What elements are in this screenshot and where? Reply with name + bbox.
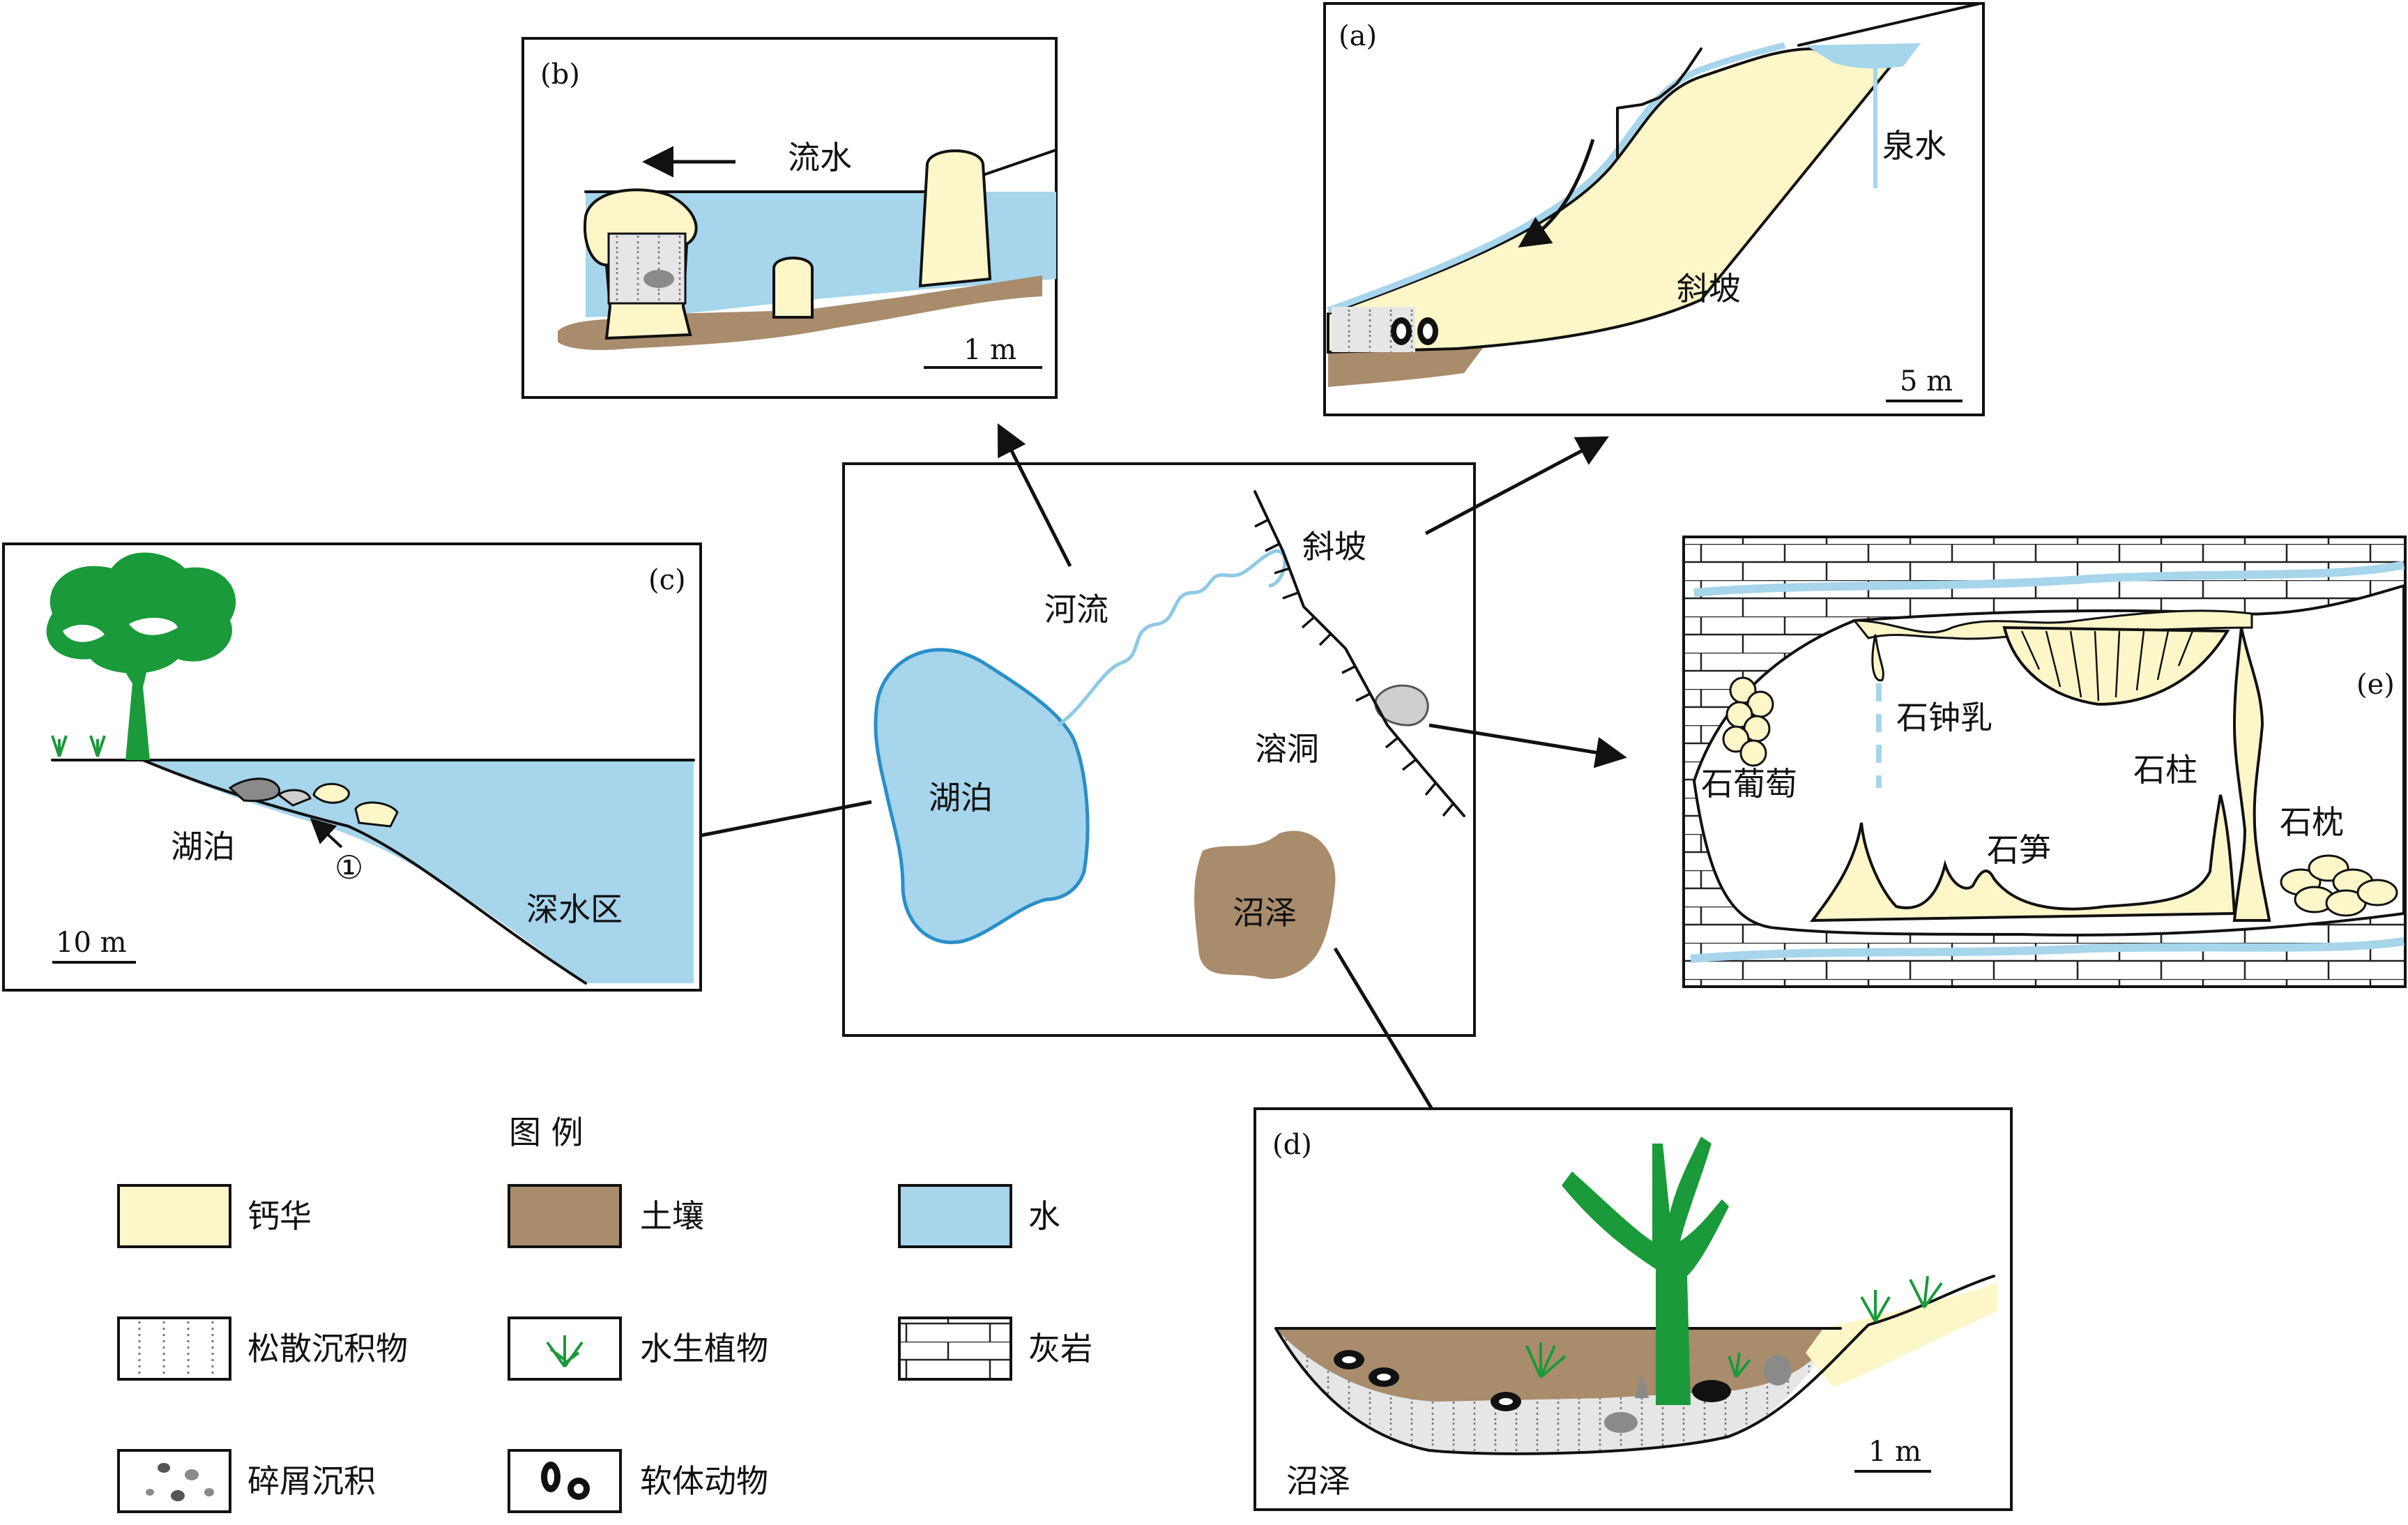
panel-c-tree-crown xyxy=(46,552,236,674)
legend: 图 例 钙华 土壤 水 松散沉积物 水生植物 灰岩 碎屑沉积 xyxy=(117,1114,1092,1513)
limestone-swatch xyxy=(898,1317,1012,1381)
clastic-sediment-swatch xyxy=(117,1449,231,1513)
panel-c-scale-label: 10 m xyxy=(56,927,127,959)
panel-c-marker-arrow xyxy=(310,818,343,849)
soil-swatch xyxy=(508,1184,622,1248)
panel-a-steps-line xyxy=(1616,47,1702,158)
mollusc-icon xyxy=(541,1462,590,1500)
panel-e-pillow-cluster xyxy=(2280,854,2398,917)
panel-e: (e) 石钟乳 石柱 石葡萄 石笋 石枕 xyxy=(1682,536,2407,988)
arrow-to-b xyxy=(997,423,1072,568)
panel-e-stalactite-label: 石钟乳 xyxy=(1896,699,1992,736)
panel-a-scale-label: 5 m xyxy=(1900,365,1953,397)
panel-a-tag: (a) xyxy=(1339,20,1377,52)
legend-item-mollusc: 软体动物 xyxy=(640,1462,768,1500)
panel-b-tufa-tall xyxy=(918,149,992,288)
center-lake-label: 湖泊 xyxy=(929,779,993,817)
panel-d-molluscs xyxy=(1334,1350,1731,1411)
legend-item-loose: 松散沉积物 xyxy=(247,1330,408,1367)
panel-c-lake-bed xyxy=(142,759,587,985)
loose-sediment-dots xyxy=(138,1321,214,1376)
arrow-to-a xyxy=(1424,436,1609,536)
panel-d-aquatic-plants xyxy=(1525,1275,1943,1379)
panel-d-tree xyxy=(1562,1137,1729,1405)
loose-sediment-swatch xyxy=(117,1317,231,1381)
legend-item-tufa: 钙华 xyxy=(247,1197,312,1235)
legend-title: 图 例 xyxy=(509,1114,584,1151)
slope-line xyxy=(1253,490,1465,817)
mollusc-swatch xyxy=(508,1449,622,1513)
legend-item-limestone: 灰岩 xyxy=(1028,1330,1092,1367)
panel-d-scale-label: 1 m xyxy=(1868,1436,1921,1468)
panel-c-deep-label: 深水区 xyxy=(526,890,623,928)
panel-e-grape-cluster xyxy=(1722,676,1774,767)
arrow-to-e xyxy=(1428,723,1627,768)
panel-d-tufa-bank xyxy=(1806,1283,1997,1388)
center-cave-label: 溶洞 xyxy=(1255,730,1319,768)
lake-shape xyxy=(874,648,1090,944)
river-line xyxy=(1057,549,1287,727)
slope-hatch xyxy=(1254,518,1455,817)
panel-b-loose-sediment xyxy=(607,232,687,305)
panel-c-marker: ① xyxy=(335,849,363,886)
panel-a-slope-label: 斜坡 xyxy=(1677,270,1741,308)
panel-b-tag: (b) xyxy=(540,59,580,91)
panel-a-water-film xyxy=(1327,42,1786,314)
panel-a-flow-arrow xyxy=(1518,139,1595,248)
panel-e-ceiling-tufa xyxy=(1852,609,2253,640)
clastic-sediment-dots xyxy=(146,1463,214,1501)
legend-item-plant: 水生植物 xyxy=(640,1330,768,1367)
panel-e-pillow-label: 石枕 xyxy=(2280,803,2344,841)
panel-c-tree-highlight xyxy=(63,617,178,642)
panel-e-grape-label: 石葡萄 xyxy=(1701,765,1797,803)
tufa-swatch xyxy=(117,1184,231,1248)
panel-c-debris xyxy=(228,777,399,828)
panel-a-spring-label: 泉水 xyxy=(1882,127,1946,165)
panel-c-lake-label: 湖泊 xyxy=(171,828,235,865)
panel-e-bottom-water xyxy=(1690,937,2405,963)
panel-d-tag: (d) xyxy=(1272,1129,1312,1161)
center-map: 河流 斜坡 溶洞 湖泊 沼泽 xyxy=(842,462,1476,1037)
panel-c-water xyxy=(143,760,694,983)
panel-b-scale-label: 1 m xyxy=(963,334,1016,366)
panel-e-stalagmite-label: 石笋 xyxy=(1987,831,2051,869)
center-swamp-label: 沼泽 xyxy=(1233,894,1297,932)
panel-b-tufa-small xyxy=(772,257,814,319)
panel-c-plants xyxy=(51,735,106,757)
center-slope-label: 斜坡 xyxy=(1302,528,1366,566)
panel-e-column-label: 石柱 xyxy=(2133,751,2197,789)
panel-e-top-water xyxy=(1693,561,2405,597)
panel-e-tag: (e) xyxy=(2356,669,2395,701)
legend-item-clastic: 碎屑沉积 xyxy=(247,1462,376,1500)
center-river-label: 河流 xyxy=(1044,591,1108,628)
panel-c-tag: (c) xyxy=(648,564,686,596)
panel-e-column xyxy=(2232,627,2271,922)
panel-d-swamp-label: 沼泽 xyxy=(1286,1462,1350,1500)
panel-a-molluscs xyxy=(1391,317,1438,345)
panel-d-basin-outline xyxy=(1274,1275,1995,1455)
panel-b: (b) 流水 1 m xyxy=(521,37,1058,399)
panel-a-hill-line xyxy=(1797,2,1981,47)
panel-e-stalactite-hatch xyxy=(2020,630,2194,701)
panel-e-drip-small xyxy=(1871,634,1884,682)
panel-b-flow-label: 流水 xyxy=(788,139,852,176)
panel-e-stalagmites xyxy=(1809,794,2236,923)
panel-b-pebble xyxy=(643,270,674,288)
legend-item-soil: 土壤 xyxy=(640,1197,704,1235)
panel-a: (a) 泉水 斜坡 5 m xyxy=(1323,2,1985,416)
panel-a-spring-pool xyxy=(1806,43,1921,69)
swamp-shape xyxy=(1194,830,1336,979)
aquatic-plant-icon xyxy=(546,1335,584,1368)
panel-d: (d) 沼泽 1 m xyxy=(1253,1107,2013,1511)
legend-item-water: 水 xyxy=(1028,1197,1060,1235)
panel-c: (c) ① 湖泊 深水区 10 m xyxy=(2,543,702,992)
water-swatch xyxy=(898,1184,1012,1248)
panel-d-debris xyxy=(1604,1355,1792,1433)
